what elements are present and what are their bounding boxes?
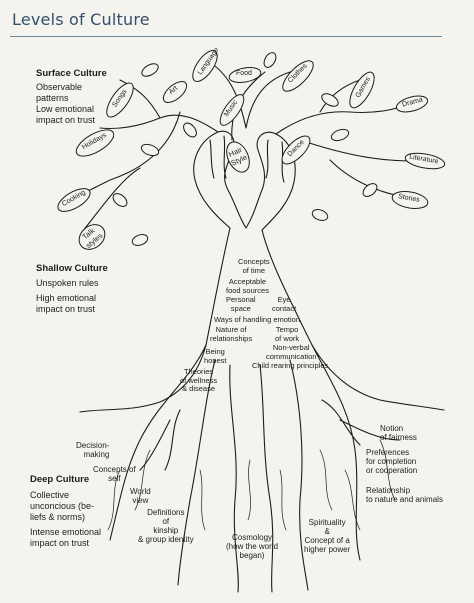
leaf-decor — [330, 128, 350, 142]
shallow-line: High emotional — [36, 293, 97, 303]
leaf-decor — [311, 209, 329, 221]
root-world-view: World view — [130, 487, 151, 505]
leaf-music — [219, 94, 245, 126]
branch-right-main — [275, 79, 441, 199]
root-notion-fairness: Notion of fairness — [380, 424, 417, 442]
trunk-child-rearing: Child rearing principles — [252, 361, 329, 370]
trunk-acceptable-food: Acceptable food sources — [226, 277, 269, 295]
deep-line: unconcious (be- — [30, 501, 95, 511]
surface-line: impact on trust — [36, 115, 96, 125]
leaf-games — [349, 71, 375, 109]
deep-line: Intense emotional — [30, 527, 102, 537]
leaf-holidays — [75, 129, 115, 157]
shallow-culture-description: Unspoken rules High emotional impact on … — [36, 278, 99, 315]
root-spirituality: Spirituality & Concept of a higher power — [304, 518, 351, 554]
root-cosmology: Cosmology (how the world began) — [226, 533, 279, 560]
roots-fine — [107, 439, 396, 531]
surface-line: Observable — [36, 82, 83, 92]
leaf-literature — [404, 152, 446, 170]
surface-line: patterns — [36, 93, 69, 103]
leaf-cooking — [57, 188, 91, 212]
root-concepts-of-self: Concepts of self — [93, 465, 136, 483]
deep-line: impact on trust — [30, 538, 90, 548]
leaf-language — [192, 50, 218, 82]
trunk-eye-contact: Eye contact — [272, 295, 297, 313]
leaf-decor — [112, 193, 128, 207]
leaf-stories — [391, 191, 429, 209]
roots-network — [109, 344, 401, 593]
tree-hands-outline — [193, 130, 296, 231]
surface-culture-description: Observable patterns Low emotional impact… — [36, 82, 95, 126]
trunk-nonverbal: Non-verbal communication — [266, 343, 317, 361]
leaf-clothes — [282, 60, 314, 92]
shallow-culture-heading: Shallow Culture — [36, 263, 108, 274]
root-preferences: Preferences for completion or cooperatio… — [366, 448, 418, 475]
tree-trunk-left-edge — [79, 227, 231, 413]
trunk-handling-emotion: Ways of handling emotion — [214, 315, 301, 324]
deep-line: Collective — [30, 490, 70, 500]
title-divider — [10, 36, 442, 37]
leaf-drama — [395, 95, 429, 113]
leaf-songs — [106, 82, 134, 118]
branch-left-main — [59, 79, 219, 233]
deep-culture-heading: Deep Culture — [30, 474, 90, 485]
tree-trunk-right-edge — [261, 229, 445, 411]
shallow-line: impact on trust — [36, 304, 96, 314]
leaf-label-food: Food — [236, 70, 252, 77]
leaf-decor — [131, 234, 149, 246]
surface-culture-heading: Surface Culture — [36, 68, 107, 79]
leaf-hair-style — [226, 141, 250, 173]
deep-line: liefs & norms) — [30, 512, 86, 522]
leaf-dance — [281, 135, 311, 165]
leaf-talk-styles — [78, 224, 106, 250]
trunk-being-honest: Being honest — [204, 347, 227, 365]
surface-line: Low emotional — [36, 104, 95, 114]
page-title: Levels of Culture — [12, 10, 150, 29]
root-definitions-kinship: Definitions of kinship & group identity — [138, 508, 194, 544]
leaf-art — [162, 81, 188, 103]
deep-culture-description: Collective unconcious (be- liefs & norms… — [30, 490, 101, 549]
trunk-tempo-of-work: Tempo of work — [275, 325, 300, 343]
trunk-relationships: Nature of relationships — [210, 325, 253, 343]
shallow-line: Unspoken rules — [36, 278, 99, 288]
trunk-theories-wellness: Theories of wellness & disease — [180, 367, 218, 393]
trunk-personal-space: Personal space — [226, 295, 256, 313]
trunk-concepts-of-time: Concepts of time — [238, 257, 270, 275]
tree-finger-lines — [209, 135, 285, 183]
leaf-decor — [321, 93, 339, 107]
leaf-food — [228, 67, 262, 83]
leaf-decor — [362, 183, 378, 197]
root-decision-making: Decision- making — [76, 441, 110, 459]
leaf-decor — [140, 143, 160, 157]
leaf-decor — [183, 122, 197, 138]
leaf-decor — [263, 52, 277, 68]
leaf-decor — [141, 63, 159, 77]
root-relationship-nature: Relationship to nature and animals — [366, 486, 443, 504]
